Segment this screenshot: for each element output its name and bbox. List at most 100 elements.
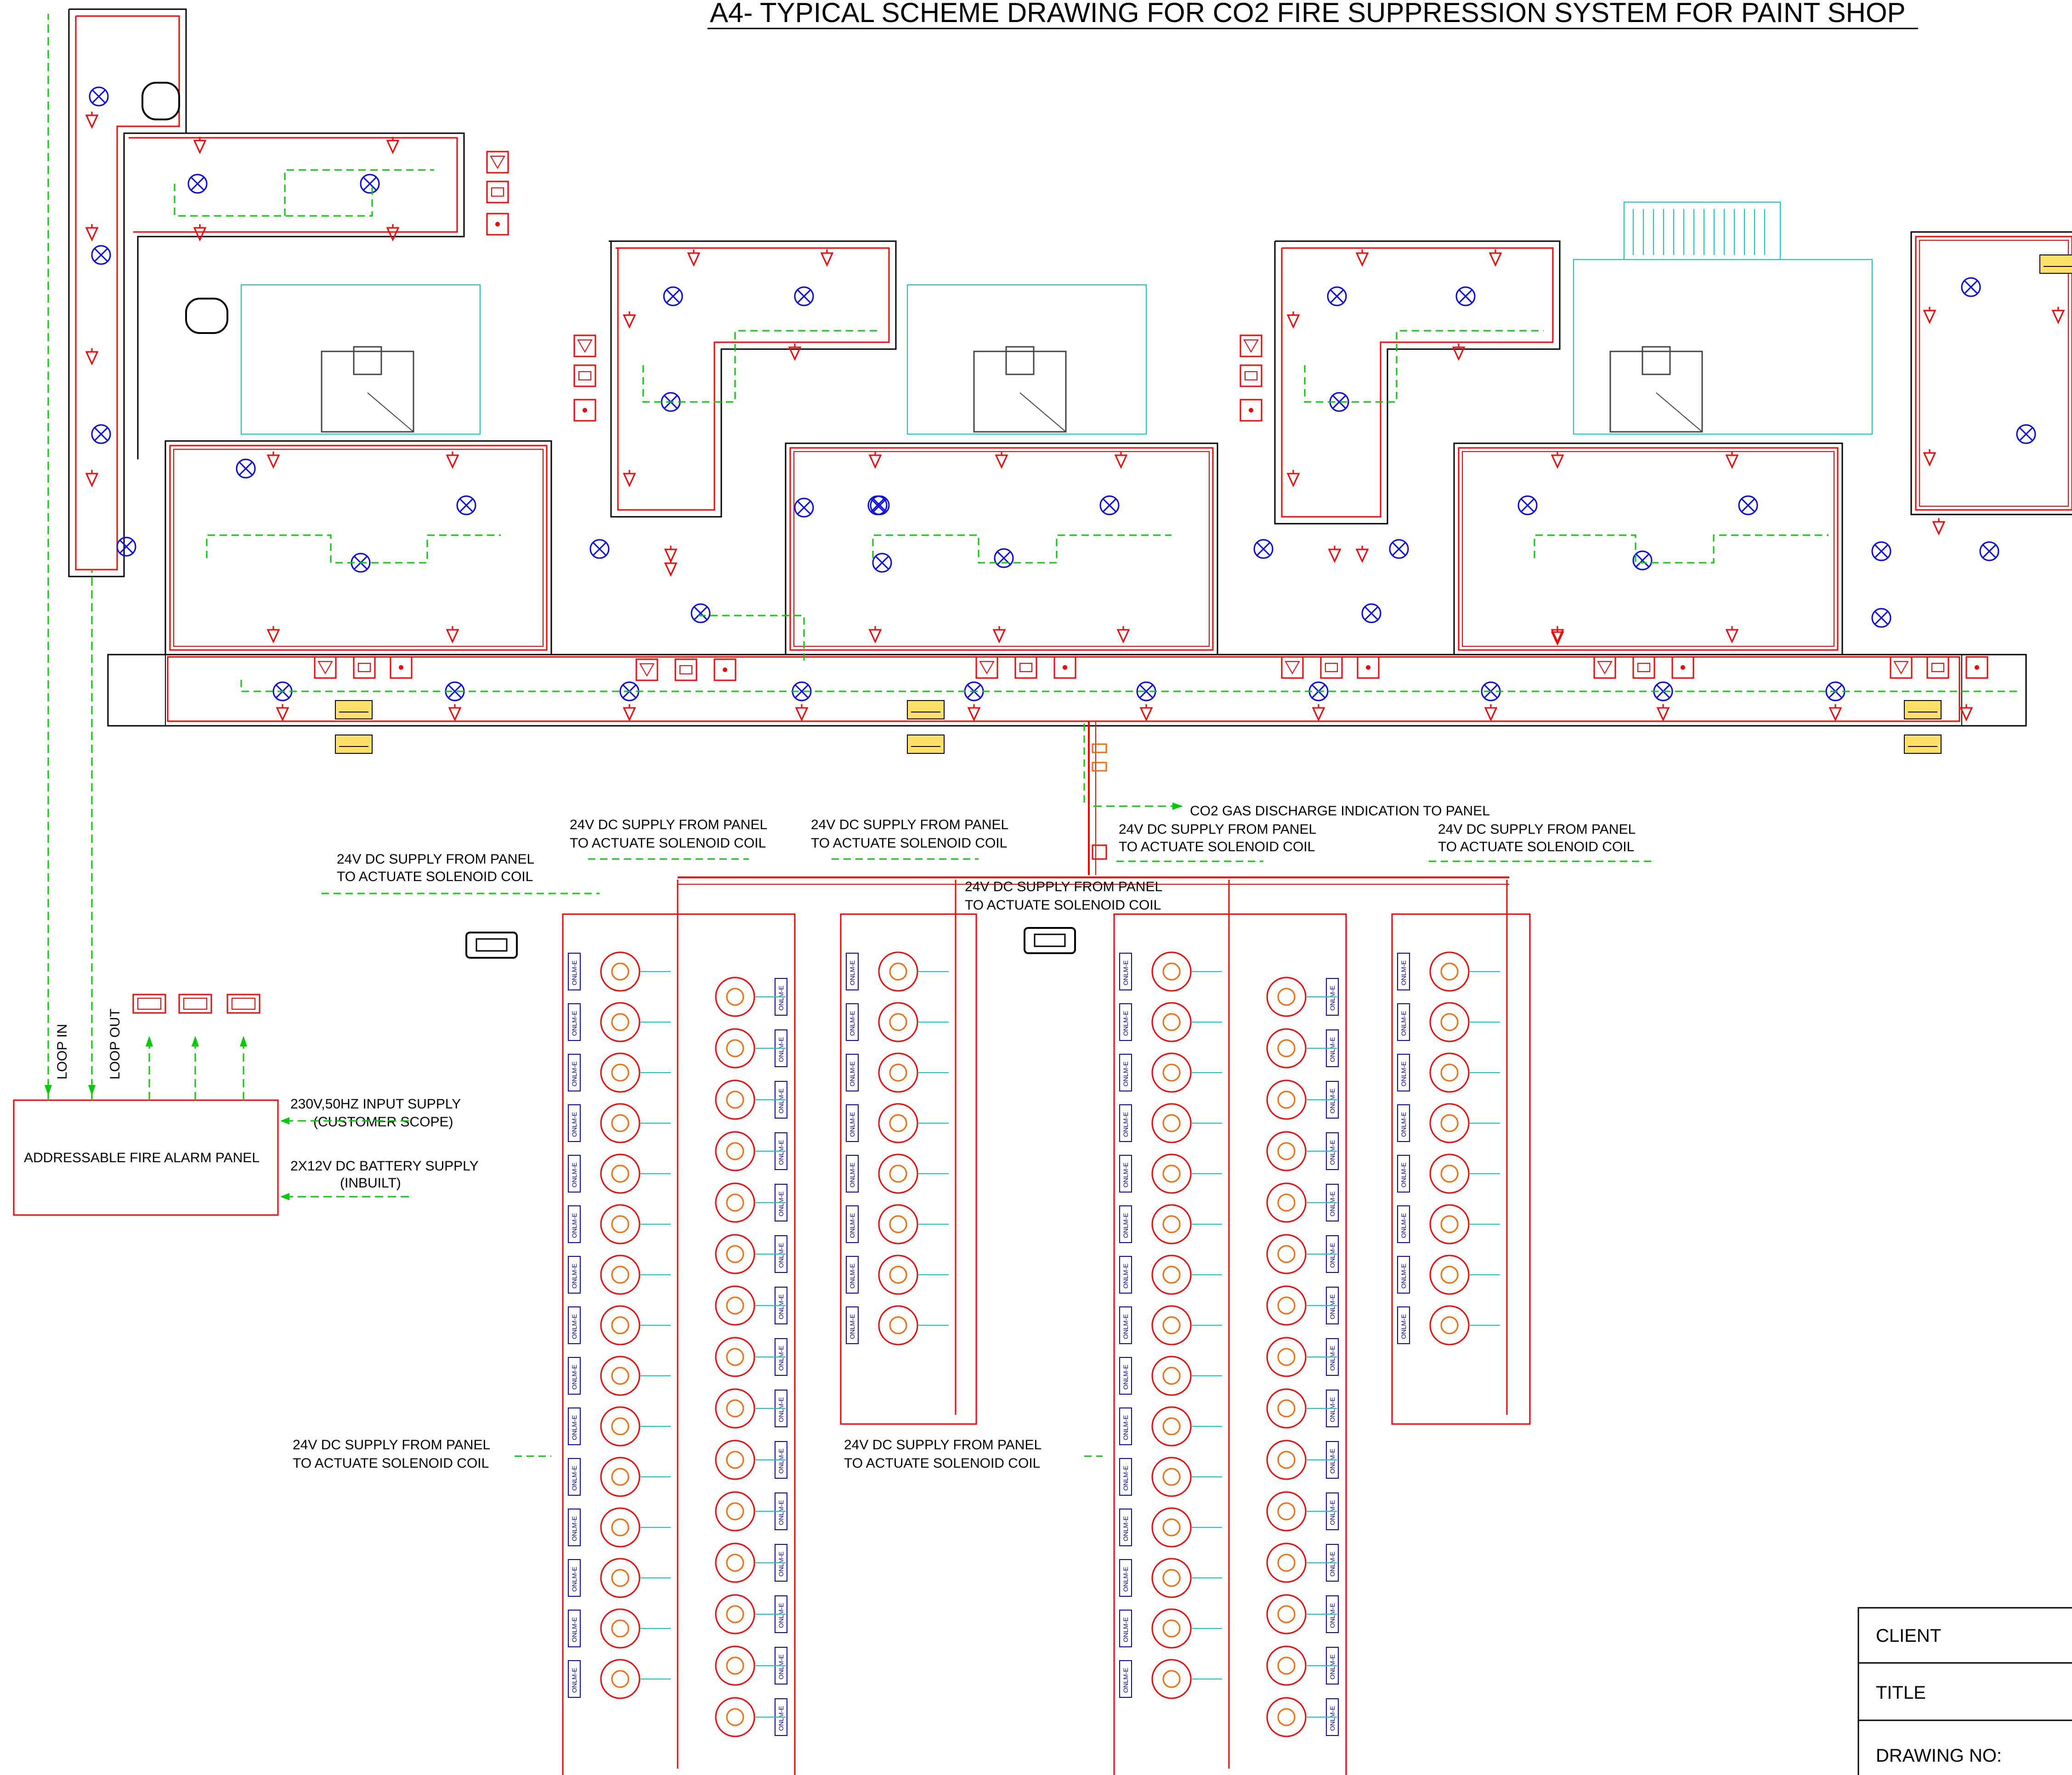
cylinder-valve-icon	[611, 1215, 629, 1233]
discharge-nozzle-icon	[623, 473, 636, 487]
smoke-detector-icon	[691, 603, 711, 623]
discharge-nozzle-icon	[1114, 454, 1128, 469]
dot	[1681, 665, 1685, 670]
cylinder-tag-label: ONLM-E	[1400, 1264, 1407, 1289]
cylinder-valve-icon	[889, 1266, 907, 1284]
co2-cylinder-icon	[600, 1608, 640, 1649]
title-block-client: CLIENT	[1876, 1626, 1941, 1646]
switch	[491, 187, 504, 197]
cylinder-tag-label: ONLM-E	[1122, 1314, 1129, 1339]
smoke-detector-icon	[187, 174, 208, 194]
machine-motor	[1642, 346, 1671, 375]
detector-cross	[362, 176, 377, 191]
discharge-nozzle-icon	[623, 314, 636, 329]
cylinder-tag-label: ONLM-E	[571, 1365, 578, 1390]
cylinder-tag-label: ONLM-E	[1400, 1112, 1407, 1137]
discharge-nozzle-icon	[868, 454, 882, 469]
cylinder-valve-icon	[1277, 1348, 1296, 1366]
cylinder-valve-icon	[1162, 1013, 1181, 1031]
duct-outline	[241, 284, 481, 435]
solenoid-note-1-l2: TO ACTUATE SOLENOID COIL	[337, 869, 533, 884]
co2-cylinder-icon	[1429, 1255, 1470, 1295]
cylinder-valve-icon	[611, 1468, 629, 1486]
cylinder-tag-label: ONLM-E	[777, 1397, 785, 1422]
co2-cylinder-icon	[600, 1457, 640, 1497]
detector-cross	[1332, 395, 1347, 409]
co2-cylinder-icon	[1266, 1388, 1307, 1429]
co2-cylinder-icon	[878, 1052, 918, 1093]
hooter-strobe-icon	[1357, 656, 1380, 679]
detector-cross	[592, 542, 607, 556]
detector-cross	[794, 684, 809, 699]
cylinder-tag-label: ONLM-E	[777, 1140, 785, 1165]
cylinder-tag-label: ONLM-E	[571, 1062, 578, 1086]
co2-cylinder-icon	[1429, 1052, 1470, 1093]
machine-line	[1019, 392, 1066, 432]
cylinder-valve-icon	[611, 1266, 629, 1284]
detector-cross	[875, 555, 889, 570]
cylinder-valve-icon	[1277, 1091, 1296, 1109]
detector-cross	[1982, 544, 1997, 559]
discharge-nozzle-icon	[386, 227, 400, 242]
triangle	[577, 339, 593, 353]
duct-outline	[907, 284, 1147, 435]
cylinder-valve-icon	[726, 1708, 744, 1726]
machine-icon	[321, 350, 414, 433]
manual-release-icon	[975, 656, 998, 679]
co2-cylinder-icon	[1266, 1594, 1307, 1634]
solenoid-note-4-l1: 24V DC SUPPLY FROM PANEL	[1119, 822, 1316, 837]
detection-cable	[1534, 534, 1829, 564]
cylinder-tag-label: ONLM-E	[1122, 1011, 1129, 1036]
cylinder-valve-icon	[1277, 1296, 1296, 1315]
abort-switch-icon	[1014, 656, 1037, 679]
smoke-detector-icon	[91, 424, 111, 444]
cylinder-tag	[568, 1306, 581, 1344]
co2-cylinder-icon	[715, 1440, 755, 1480]
cylinder-valve-icon	[1162, 1569, 1181, 1587]
co2-cylinder-icon	[715, 1388, 755, 1429]
co2-cylinder-icon	[715, 1182, 755, 1223]
detector-cross	[1364, 606, 1379, 621]
cylinder-rack	[562, 913, 796, 1775]
cylinder-valve-icon	[889, 1013, 907, 1031]
co2-cylinder-icon	[715, 977, 755, 1017]
smoke-detector-icon	[663, 286, 683, 306]
cylinder-tag-label: ONLM-E	[1329, 1295, 1336, 1319]
cylinder-tag-label: ONLM-E	[1400, 961, 1407, 985]
cylinder-tag	[568, 1003, 581, 1041]
cylinder-valve-icon	[1277, 1502, 1296, 1521]
detection-cable	[872, 534, 1172, 564]
co2-cylinder-icon	[715, 1697, 755, 1737]
dot	[583, 408, 587, 413]
valve-icon	[1092, 743, 1107, 753]
cylinder-tag-label: ONLM-E	[777, 1295, 785, 1319]
cylinder-tag	[1119, 1660, 1132, 1698]
cylinder-tag	[1397, 953, 1410, 990]
co2-cylinder-icon	[600, 1305, 640, 1345]
solenoid-note-6-l2: TO ACTUATE SOLENOID COIL	[1438, 839, 1634, 854]
warning-sign-icon	[335, 700, 373, 719]
detection-cable	[240, 680, 2019, 692]
discharge-nozzle-icon	[446, 629, 459, 644]
cylinder-valve-icon	[1162, 962, 1181, 981]
co2-cylinder-icon	[600, 1507, 640, 1548]
room-wall	[1274, 240, 1561, 525]
cylinder-tag-label: ONLM-E	[571, 1264, 578, 1289]
switch	[1931, 663, 1944, 672]
cylinder-tag	[846, 1104, 859, 1142]
cylinder-tag-label: ONLM-E	[849, 1314, 856, 1339]
discharge-nozzle-icon	[193, 140, 207, 154]
hooter-strobe-icon	[486, 213, 509, 236]
detector-cross	[1964, 280, 1978, 294]
pipe-loop	[1915, 236, 2072, 511]
cylinder-tag-label: ONLM-E	[571, 1213, 578, 1238]
pipe-loop	[1462, 451, 1834, 647]
co2-cylinder-icon	[1266, 1131, 1307, 1171]
hooter-strobe-icon	[390, 656, 413, 679]
detector-cross	[94, 248, 108, 262]
cylinder-valve-icon	[1440, 1063, 1459, 1082]
cylinder-valve-icon	[726, 1348, 744, 1366]
co2-cylinder-icon	[1151, 1103, 1192, 1143]
cylinder-tag-label: ONLM-E	[571, 1163, 578, 1187]
valve-icon	[1092, 762, 1107, 772]
